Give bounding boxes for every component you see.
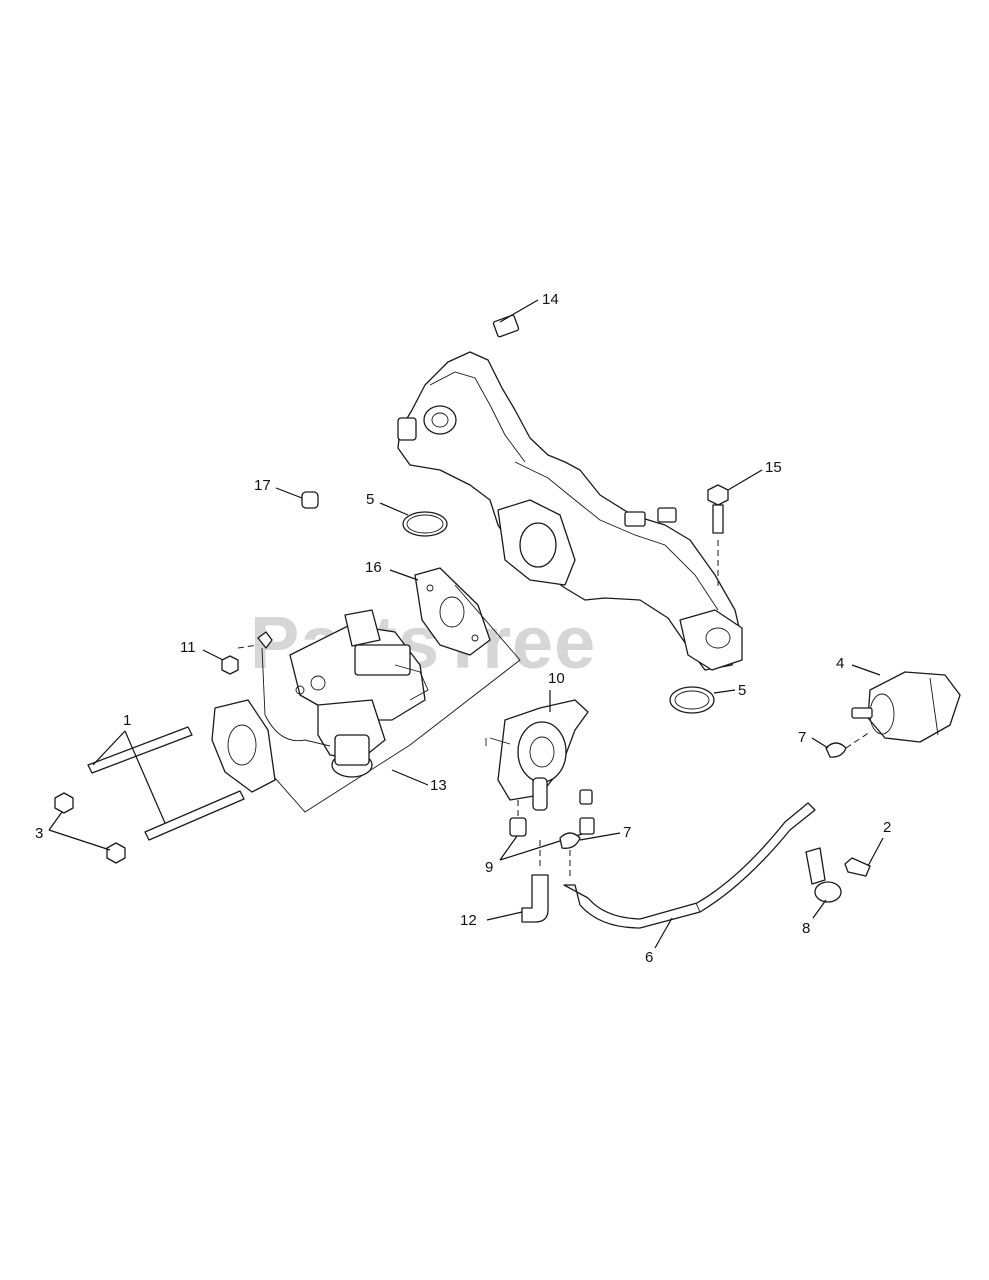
leader-2: [867, 837, 884, 867]
callout-8: 8: [802, 920, 810, 937]
callout-13: 13: [430, 777, 447, 794]
callout-17: 17: [254, 477, 271, 494]
leader-5-upper: [379, 502, 409, 516]
leader-8: [812, 899, 827, 919]
intake-manifold: [397, 314, 743, 671]
callout-7-upper: 7: [798, 729, 806, 746]
o-ring-upper: [402, 511, 448, 537]
leader-14: [499, 299, 539, 323]
callout-9: 9: [485, 859, 493, 876]
callout-2: 2: [883, 819, 891, 836]
callout-11: 11: [180, 639, 196, 656]
nut-11: [221, 644, 259, 675]
callout-3: 3: [35, 825, 43, 842]
callout-16: 16: [365, 559, 382, 576]
elbow-fitting-12: [521, 840, 549, 923]
nuts-3: [54, 792, 126, 864]
bolt-15: [707, 484, 729, 590]
leader-7-upper: [811, 737, 829, 749]
leader-5-lower: [713, 689, 736, 694]
fittings-9: [509, 800, 595, 837]
clip-bracket-8: [805, 847, 842, 903]
leader-6: [654, 917, 673, 949]
clamp-7-upper: [825, 731, 871, 758]
oil-filter-adapter-10: [485, 699, 593, 811]
callout-7-lower: 7: [623, 824, 631, 841]
callout-14: 14: [542, 291, 559, 308]
leader-4: [851, 664, 881, 676]
leader-13: [391, 769, 429, 786]
leader-16: [389, 569, 419, 581]
o-ring-lower: [669, 686, 715, 714]
leader-15: [727, 469, 763, 491]
plug-17: [301, 491, 319, 509]
carburetor-assembly: [211, 584, 521, 813]
callout-12: 12: [460, 912, 477, 929]
leader-9a: [499, 835, 518, 861]
callout-10: 10: [548, 670, 565, 687]
gasket-16: [414, 567, 491, 656]
clamp-7-lower: [559, 832, 581, 880]
leader-3a: [48, 811, 63, 831]
callout-6: 6: [645, 949, 653, 966]
leader-1a: [92, 730, 126, 766]
callout-4: 4: [836, 655, 844, 672]
studs-1: [87, 726, 245, 841]
fuel-filter-4: [851, 671, 961, 743]
leader-7-lower: [579, 832, 621, 841]
callout-5-upper: 5: [366, 491, 374, 508]
callout-15: 15: [765, 459, 782, 476]
callout-1: 1: [123, 712, 131, 729]
leader-3b: [48, 829, 111, 851]
screw-2: [844, 857, 871, 877]
leader-1b: [124, 730, 166, 824]
leader-12: [486, 911, 523, 921]
leader-17: [275, 487, 303, 499]
fuel-hose-6: [563, 802, 816, 929]
leader-11: [202, 649, 224, 661]
callout-5-lower: 5: [738, 682, 746, 699]
